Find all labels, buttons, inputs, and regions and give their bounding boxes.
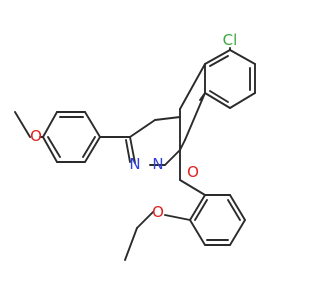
bond [124,227,138,261]
molecule-structure: Cl O N N O O [14,31,256,261]
bond [229,49,256,65]
chlorine-label: Cl [223,31,238,49]
bond [204,49,231,65]
bond [42,136,58,163]
nitrogen-label-1: N [152,155,163,173]
bond [129,119,156,138]
bond [164,214,191,221]
bond [47,136,61,158]
bond [179,139,186,151]
bond [209,90,229,103]
bond [204,92,231,109]
bond [125,139,131,163]
bond [229,219,246,246]
bond [42,111,58,138]
bonds [14,47,256,261]
bond [154,116,181,121]
bond [84,136,101,163]
bond [179,179,206,196]
bond [164,149,181,166]
bond [189,194,206,221]
ring-oxygen-label: O [187,163,199,181]
bond [229,194,246,221]
bond [84,111,101,138]
bond [227,199,241,221]
bond [82,136,96,158]
bond [189,219,206,246]
atom-labels: Cl O N N O O [30,31,237,221]
bond [229,92,256,109]
bond [209,55,229,67]
nitrogen-label-2: N [129,155,140,173]
bond [136,211,154,229]
ethoxy-oxygen-label: O [152,203,164,221]
bond [179,63,206,110]
bond [129,136,136,164]
bond [184,92,206,141]
methoxy-oxygen-label: O [30,127,42,145]
bond [194,199,208,221]
bond [14,111,31,138]
